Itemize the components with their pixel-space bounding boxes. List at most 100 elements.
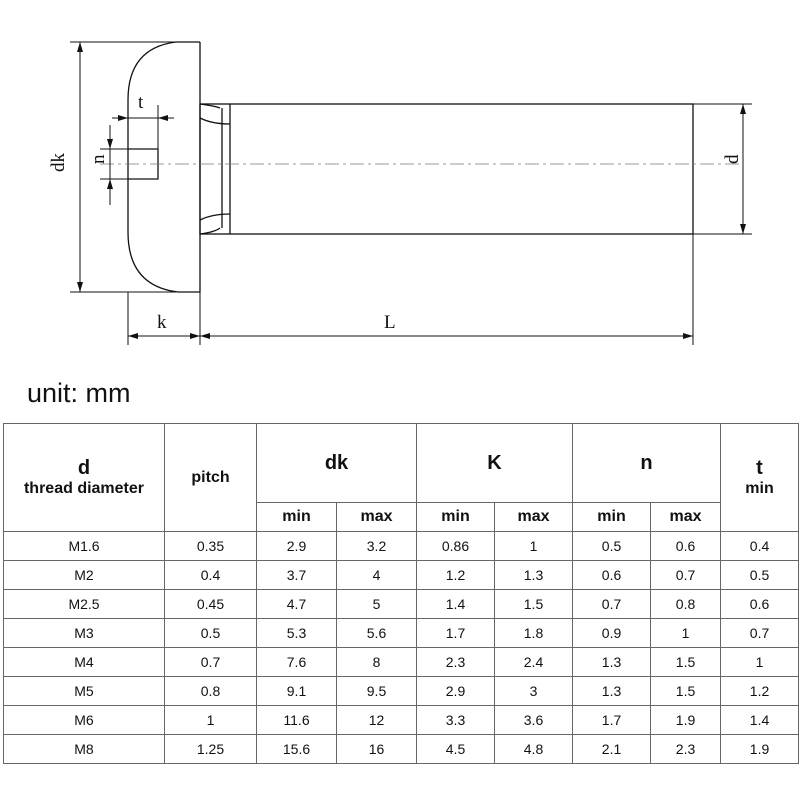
cell-t-min: 0.5 xyxy=(720,560,800,590)
cell-k-min: 1.7 xyxy=(416,618,495,648)
header-K: K xyxy=(415,423,574,503)
label-d: d xyxy=(722,154,743,164)
cell-k-min: 2.9 xyxy=(416,676,495,706)
cell-k-max: 1 xyxy=(493,531,574,561)
cell-pitch: 0.8 xyxy=(164,676,257,706)
cell-k-max: 1.3 xyxy=(493,560,574,590)
cell-t-min: 0.6 xyxy=(720,589,800,619)
cell-k-max: 2.4 xyxy=(493,647,574,677)
header-t: t min xyxy=(720,423,800,532)
cell-n-min: 0.7 xyxy=(572,589,652,619)
cell-k-max: 3 xyxy=(493,676,574,706)
cell-n-max: 1.5 xyxy=(650,647,722,677)
table-row: M3 0.5 5.3 5.6 1.7 1.8 0.9 1 0.7 xyxy=(3,618,800,648)
table-row: M2.5 0.45 4.7 5 1.4 1.5 0.7 0.8 0.6 xyxy=(3,589,800,619)
table-row: M2 0.4 3.7 4 1.2 1.3 0.6 0.7 0.5 xyxy=(3,560,800,590)
cell-n-min: 0.9 xyxy=(572,618,652,648)
cell-n-max: 1 xyxy=(650,618,722,648)
cell-k-min: 2.3 xyxy=(416,647,495,677)
cell-dk-max: 5.6 xyxy=(336,618,417,648)
cell-n-max: 1.9 xyxy=(650,705,722,735)
label-n: n xyxy=(88,154,109,164)
cell-dk-max: 5 xyxy=(336,589,417,619)
cell-k-min: 4.5 xyxy=(416,734,495,764)
cell-dk-max: 4 xyxy=(336,560,417,590)
cell-pitch: 1 xyxy=(164,705,257,735)
label-dk: dk xyxy=(48,153,69,173)
cell-n-max: 0.7 xyxy=(650,560,722,590)
cell-dk-min: 2.9 xyxy=(256,531,337,561)
cell-k-min: 1.4 xyxy=(416,589,495,619)
header-dk-min: min xyxy=(256,502,337,532)
cell-n-min: 1.3 xyxy=(572,647,652,677)
cell-n-max: 2.3 xyxy=(650,734,722,764)
cell-pitch: 0.45 xyxy=(164,589,257,619)
header-d-sub: thread diameter xyxy=(23,480,145,497)
cell-n-max: 0.6 xyxy=(650,531,722,561)
label-k: k xyxy=(157,312,167,333)
cell-dk-max: 12 xyxy=(336,705,417,735)
cell-n-min: 0.5 xyxy=(572,531,652,561)
cell-k-min: 0.86 xyxy=(416,531,495,561)
cell-size: M8 xyxy=(3,734,165,764)
cell-t-min: 1.2 xyxy=(720,676,800,706)
cell-pitch: 0.7 xyxy=(164,647,257,677)
cell-n-max: 1.5 xyxy=(650,676,722,706)
cell-size: M4 xyxy=(3,647,165,677)
unit-label: unit: mm xyxy=(27,378,131,408)
cell-t-min: 0.4 xyxy=(720,531,800,561)
cell-dk-max: 8 xyxy=(336,647,417,677)
screw-outline xyxy=(127,41,694,293)
header-dk-max: max xyxy=(336,502,417,532)
table-row: M1.6 0.35 2.9 3.2 0.86 1 0.5 0.6 0.4 xyxy=(3,531,800,561)
cell-dk-min: 7.6 xyxy=(256,647,337,677)
cell-k-min: 3.3 xyxy=(416,705,495,735)
cell-k-max: 1.5 xyxy=(493,589,574,619)
cell-size: M1.6 xyxy=(3,531,165,561)
cell-pitch: 1.25 xyxy=(164,734,257,764)
cell-dk-min: 11.6 xyxy=(256,705,337,735)
table-row: M8 1.25 15.6 16 4.5 4.8 2.1 2.3 1.9 xyxy=(3,734,800,764)
header-n-max: max xyxy=(650,502,722,532)
header-d: d thread diameter xyxy=(3,423,165,532)
cell-dk-min: 4.7 xyxy=(256,589,337,619)
cell-dk-max: 16 xyxy=(336,734,417,764)
header-t-label: t xyxy=(756,457,763,479)
cell-t-min: 1.4 xyxy=(720,705,800,735)
dimension-arrows xyxy=(77,42,746,339)
cell-k-max: 3.6 xyxy=(493,705,574,735)
header-n-min: min xyxy=(572,502,652,532)
header-pitch: pitch xyxy=(164,423,257,532)
cell-dk-min: 9.1 xyxy=(256,676,337,706)
cell-pitch: 0.35 xyxy=(164,531,257,561)
header-dk: dk xyxy=(256,423,417,503)
label-t: t xyxy=(138,92,144,113)
dimension-lines xyxy=(70,41,752,345)
spec-table: d thread diameter pitch dk K n t min min… xyxy=(3,423,800,764)
cell-k-max: 1.8 xyxy=(493,618,574,648)
header-t-sub: min xyxy=(745,480,774,497)
cell-size: M3 xyxy=(3,618,165,648)
cell-n-min: 1.7 xyxy=(572,705,652,735)
label-L: L xyxy=(384,312,396,333)
screw-drawing: dk t n d k L xyxy=(48,41,752,345)
header-d-label: d xyxy=(77,457,91,479)
table-row: M6 1 11.6 12 3.3 3.6 1.7 1.9 1.4 xyxy=(3,705,800,735)
cell-t-min: 0.7 xyxy=(720,618,800,648)
header-n: n xyxy=(572,423,722,503)
cell-dk-min: 3.7 xyxy=(256,560,337,590)
cell-dk-max: 9.5 xyxy=(336,676,417,706)
cell-k-min: 1.2 xyxy=(416,560,495,590)
cell-size: M2 xyxy=(3,560,165,590)
cell-n-min: 2.1 xyxy=(572,734,652,764)
cell-dk-min: 15.6 xyxy=(256,734,337,764)
cell-size: M2.5 xyxy=(3,589,165,619)
cell-size: M5 xyxy=(3,676,165,706)
cell-pitch: 0.4 xyxy=(164,560,257,590)
cell-size: M6 xyxy=(3,705,165,735)
cell-n-max: 0.8 xyxy=(650,589,722,619)
cell-t-min: 1 xyxy=(720,647,800,677)
table-row: M4 0.7 7.6 8 2.3 2.4 1.3 1.5 1 xyxy=(3,647,800,677)
cell-dk-max: 3.2 xyxy=(336,531,417,561)
header-K-max: max xyxy=(493,502,574,532)
